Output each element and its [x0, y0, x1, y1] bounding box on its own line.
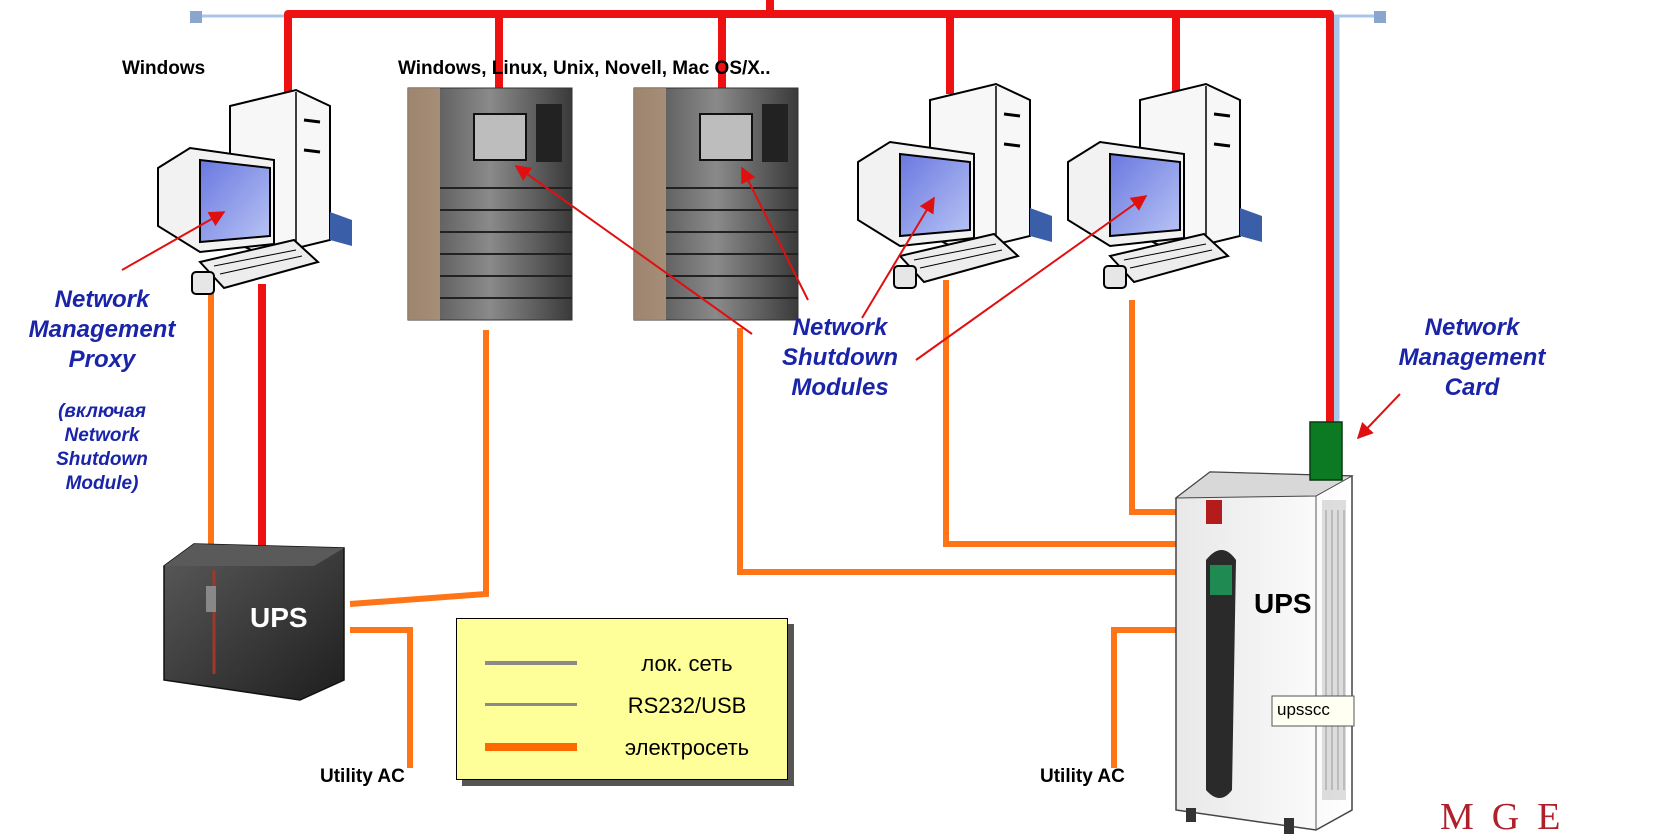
legend-swatch-lan [485, 661, 577, 665]
workstation-1 [157, 88, 352, 295]
lan-links [258, 0, 1334, 548]
workstation-2 [857, 82, 1052, 289]
legend-swatch-power [485, 743, 577, 751]
proxy-note-line: Shutdown [56, 449, 148, 470]
legend-swatch-serial [485, 703, 577, 706]
proxy-label-line: Management [28, 316, 176, 343]
ups-small-label: UPS [250, 602, 308, 633]
ups-large-sticker: upsscc [1277, 700, 1330, 719]
utility-ac-left: Utility AC [320, 766, 405, 787]
proxy-label-line: Proxy [68, 346, 136, 373]
nmc-label-line: Card [1444, 374, 1500, 401]
os-label-multi: Windows, Linux, Unix, Novell, Mac OS/X.. [398, 58, 771, 79]
server-1 [407, 87, 573, 321]
ups-large [1174, 471, 1355, 834]
nmc-card [1309, 421, 1343, 481]
legend-label-power: электросеть [624, 735, 750, 760]
ups-large-label: UPS [1254, 588, 1312, 619]
shutdown-modules-line: Modules [791, 374, 889, 401]
shutdown-modules-line: Network [792, 314, 888, 341]
os-label-windows: Windows [122, 58, 206, 79]
legend-item-power: электросеть [457, 727, 787, 767]
legend-label-lan: лок. сеть [641, 651, 733, 676]
utility-ac-right: Utility AC [1040, 766, 1125, 787]
workstation-3 [1067, 82, 1262, 289]
server-2 [633, 87, 799, 321]
mge-logo: MGE [1440, 796, 1579, 838]
proxy-note: (включая Network Shutdown Module) [2, 400, 202, 496]
annotation-arrows [121, 165, 1401, 440]
shutdown-modules-label: Network Shutdown Modules [740, 313, 940, 403]
power-links [208, 280, 1178, 768]
legend-item-serial: RS232/USB [457, 685, 787, 725]
legend-label-serial: RS232/USB [627, 693, 747, 718]
proxy-label: Network Management Proxy [2, 285, 202, 375]
proxy-note-line: (включая [58, 401, 146, 422]
proxy-note-line: Module) [65, 473, 139, 494]
nmc-label-line: Network [1424, 314, 1520, 341]
legend-item-lan: лок. сеть [457, 643, 787, 683]
ups-small [163, 543, 345, 701]
nmc-label-line: Management [1398, 344, 1546, 371]
nmc-label: Network Management Card [1372, 313, 1572, 403]
proxy-note-line: Network [64, 425, 140, 446]
proxy-label-line: Network [54, 286, 150, 313]
legend: лок. сеть RS232/USB электросеть [456, 618, 788, 780]
shutdown-modules-line: Shutdown [782, 344, 898, 371]
